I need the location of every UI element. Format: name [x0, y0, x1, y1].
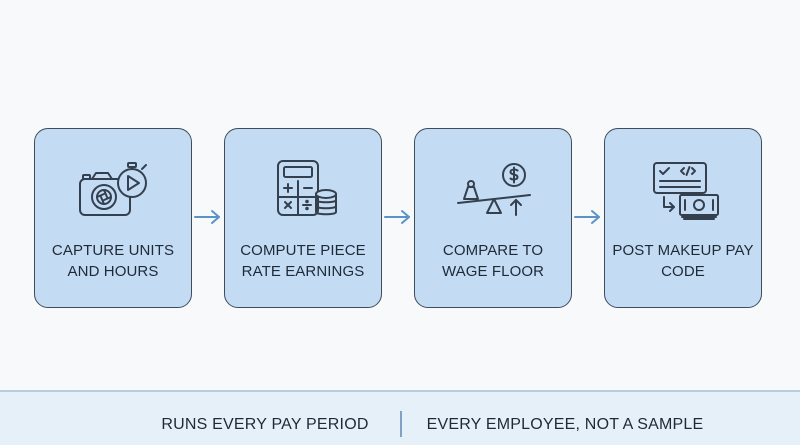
- step-card-capture: CAPTURE UNITS AND HOURS: [34, 128, 192, 308]
- camera-stopwatch-icon: [74, 157, 154, 223]
- flow-arrow-icon: [383, 208, 413, 226]
- footer-left-text: RUNS EVERY PAY PERIOD: [161, 416, 369, 433]
- balance-scale-dollar-icon: [454, 157, 534, 223]
- flow-arrow-icon: [193, 208, 223, 226]
- footer-divider: [400, 411, 402, 437]
- step-label: POST MAKEUP PAY CODE: [612, 242, 754, 280]
- step-label: COMPARE TO WAGE FLOOR: [441, 242, 545, 280]
- step-card-compare: COMPARE TO WAGE FLOOR: [414, 128, 572, 308]
- footer-banner: RUNS EVERY PAY PERIOD EVERY EMPLOYEE, NO…: [0, 390, 800, 445]
- step-card-post: POST MAKEUP PAY CODE: [604, 128, 762, 308]
- step-card-compute: COMPUTE PIECE RATE EARNINGS: [224, 128, 382, 308]
- footer-right-text: EVERY EMPLOYEE, NOT A SAMPLE: [426, 416, 704, 433]
- step-label: COMPUTE PIECE RATE EARNINGS: [240, 242, 366, 280]
- step-label: CAPTURE UNITS AND HOURS: [51, 242, 175, 280]
- code-window-cash-icon: [644, 157, 724, 223]
- flow-arrow-icon: [573, 208, 603, 226]
- calculator-coins-icon: [264, 157, 344, 223]
